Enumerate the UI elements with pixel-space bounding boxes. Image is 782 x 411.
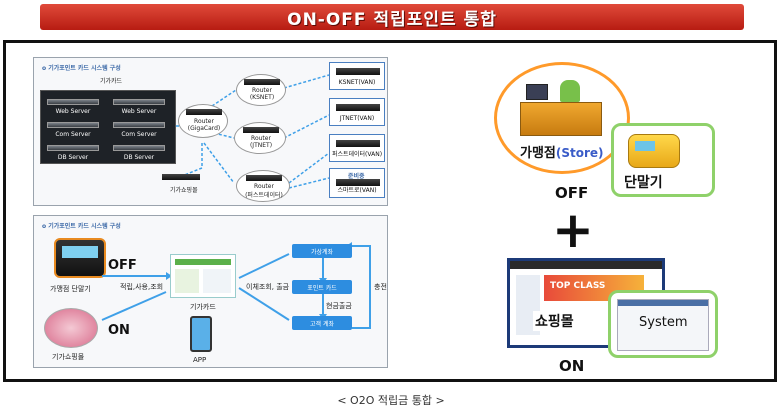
van-device-icon (336, 179, 380, 186)
panel-title: o 기가포인트 카드 시스템 구성 (42, 223, 121, 230)
van-label: 스마트로(VAN) (337, 187, 377, 194)
server-icon (113, 122, 165, 128)
off-label: OFF (108, 258, 137, 273)
van-label: KSNET(VAN) (338, 79, 376, 86)
van-jtnet: JTNET(VAN) (329, 98, 385, 126)
router-label: Router (JTNET) (249, 135, 273, 149)
jtnet-router: Router (JTNET) (234, 122, 286, 154)
van-firstdata: 퍼스트데이터(VAN) (329, 134, 385, 162)
router-label: Router (KSNET) (249, 87, 275, 101)
router-label: Router (GigaCard) (187, 118, 221, 132)
pos-terminal-icon (54, 238, 106, 278)
store-monitor-icon (526, 84, 548, 100)
store-desk-icon (520, 102, 602, 136)
server-icon (113, 145, 165, 151)
flow-box-customer-account: 고객 계좌 (292, 316, 352, 330)
store-label: 가맹점(Store) (520, 142, 604, 161)
terminal-card: 단말기 (611, 123, 715, 197)
van-pending-label: 준비중 (348, 173, 365, 180)
shop-image-icon (44, 308, 98, 348)
router-icon (186, 109, 222, 115)
server-label: Web Server (121, 108, 157, 115)
server-icon (47, 122, 99, 128)
app-label: APP (193, 356, 207, 364)
flow-box-point-card: 포인트 카드 (292, 280, 352, 294)
van-device-icon (336, 140, 380, 147)
van-device-icon (336, 68, 380, 75)
server-label: Com Server (55, 131, 91, 138)
router-icon (246, 175, 282, 181)
server-label: DB Server (123, 154, 155, 161)
mall-server-icon (162, 174, 200, 180)
action-label: 적립,사용,조회 (120, 283, 164, 291)
transfer-label: 이체조회, 출금 (246, 283, 290, 291)
mall-label: 기가쇼핑몰 (170, 187, 198, 194)
on-label: ON (108, 323, 130, 338)
title-bar: ON-OFF 적립포인트 통합 (40, 4, 744, 30)
van-label: JTNET(VAN) (339, 115, 375, 122)
system-card: System (608, 290, 718, 358)
app-phone-icon (190, 316, 212, 352)
mall-label-right: 쇼핑몰 (533, 311, 576, 331)
server-label: DB Server (57, 154, 89, 161)
store-label-suffix: (Store) (555, 146, 604, 160)
cash-out-label: 현금출금 (326, 302, 352, 310)
flow-box-virtual-account: 가상계좌 (292, 244, 352, 258)
terminal-card-label: 단말기 (624, 175, 663, 191)
panel-title: o 기가포인트 카드 시스템 구성 (42, 65, 121, 72)
router-label: Router (퍼스트데이터) (245, 183, 283, 199)
card-system-panel-bottom: o 기가포인트 카드 시스템 구성 가맹점 단말기 OFF ON 적립,사용,조… (33, 215, 388, 368)
on-label-right: ON (559, 357, 585, 375)
gigacard-router: Router (GigaCard) (178, 104, 228, 138)
van-smartro: 준비중 스마트로(VAN) (329, 168, 385, 198)
server-group-label: 기가카드 (100, 78, 123, 85)
server-icon (47, 99, 99, 105)
figure-caption: < O2O 적립금 통합 > (337, 394, 445, 407)
router-icon (243, 127, 279, 133)
store-label-prefix: 가맹점 (520, 146, 556, 161)
plus-sign: + (552, 201, 594, 259)
system-screen-icon (617, 299, 709, 351)
off-label-right: OFF (555, 184, 589, 202)
ksnet-router: Router (KSNET) (236, 74, 286, 106)
card-terminal-icon (628, 134, 680, 168)
mall-label: 기가쇼핑몰 (52, 353, 85, 361)
server-label: Com Server (121, 131, 157, 138)
server-icon (113, 99, 165, 105)
server-label: Web Server (55, 108, 91, 115)
server-icon (47, 145, 99, 151)
firstdata-router: Router (퍼스트데이터) (236, 170, 290, 202)
card-system-panel-top: o 기가포인트 카드 시스템 구성 기가카드 Web Server Web Se… (33, 57, 388, 206)
van-ksnet: KSNET(VAN) (329, 62, 385, 90)
charge-label: 충전 (374, 283, 387, 291)
card-label: 기가카드 (190, 303, 216, 311)
router-icon (244, 79, 280, 85)
server-cluster: Web Server Web Server Com Server Com Ser… (40, 90, 176, 164)
flow-arrows (101, 242, 371, 329)
system-label: System (639, 315, 688, 330)
gigacard-screen-icon (170, 254, 236, 298)
van-device-icon (336, 104, 380, 111)
store-person-icon (560, 80, 580, 102)
mall-banner-text: TOP CLASS (550, 281, 606, 291)
page-title: ON-OFF 적립포인트 통합 (287, 9, 497, 30)
van-label: 퍼스트데이터(VAN) (331, 151, 383, 158)
terminal-label: 가맹점 단말기 (50, 285, 91, 293)
